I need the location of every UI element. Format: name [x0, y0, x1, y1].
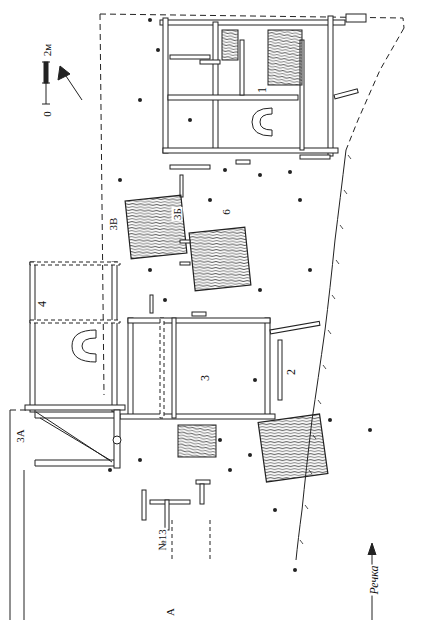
- feature-number: 3: [199, 374, 211, 382]
- feature-number: 3А: [15, 428, 26, 443]
- feature-number: 1: [256, 86, 268, 94]
- feature-number: 2: [285, 368, 297, 376]
- scale-label: 0: [42, 110, 53, 118]
- feature-number: 4: [36, 300, 48, 308]
- feature-number: А: [165, 607, 176, 617]
- feature-number: 6: [221, 208, 232, 216]
- feature-number: №13: [157, 528, 168, 552]
- feature-number: 3В: [108, 217, 119, 232]
- scale-label: 2м: [42, 43, 53, 57]
- feature-number: 3Б: [172, 207, 183, 221]
- river-label: Речка: [368, 564, 380, 595]
